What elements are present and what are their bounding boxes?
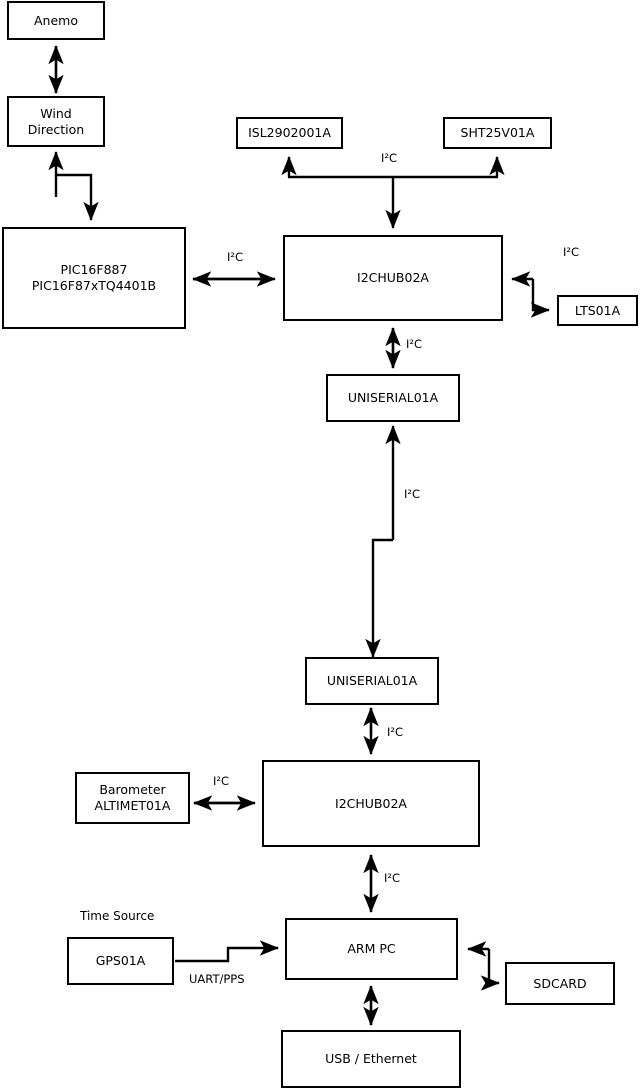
node-sdcard-label: SDCARD: [533, 975, 587, 991]
connector-hub-top-sensors: [281, 156, 505, 229]
node-wind-direction-label: Wind Direction: [27, 105, 85, 137]
edge-label-hub-to-uniserial-top: I²C: [406, 337, 423, 351]
node-barometer-altimet01a-label: Barometer ALTIMET01A: [94, 782, 171, 813]
node-arm-pc-label: ARM PC: [347, 941, 396, 957]
node-i2chub02a-top[interactable]: I2CHUB02A: [283, 235, 503, 321]
connector-wind-direction-pic: [48, 151, 99, 221]
connector-gps-armpc: [175, 940, 279, 963]
node-gps01a[interactable]: GPS01A: [67, 937, 174, 985]
node-usb-ethernet-label: USB / Ethernet: [325, 1051, 417, 1067]
edge-label-hub-to-armpc: I²C: [384, 871, 401, 885]
node-i2chub02a-bottom[interactable]: I2CHUB02A: [262, 760, 480, 847]
connector-armpc-sdcard: [467, 941, 500, 991]
node-sht25v01a[interactable]: SHT25V01A: [443, 117, 552, 149]
edge-label-pic-to-hub: I²C: [227, 250, 244, 264]
node-pic-microcontroller-label: PIC16F887 PIC16F87xTQ4401B: [31, 262, 157, 293]
node-uniserial01a-top-label: UNISERIAL01A: [347, 390, 439, 406]
edge-label-hub-to-lts: I²C: [563, 245, 580, 259]
label-time-source: Time Source: [80, 909, 155, 923]
node-isl2902001a[interactable]: ISL2902001A: [236, 117, 343, 149]
node-pic-microcontroller[interactable]: PIC16F887 PIC16F87xTQ4401B: [2, 227, 186, 329]
node-sht25v01a-label: SHT25V01A: [460, 125, 535, 141]
node-arm-pc[interactable]: ARM PC: [285, 918, 458, 980]
edge-label-uniserial-link: I²C: [404, 487, 421, 501]
edge-label-gps-to-armpc: UART/PPS: [189, 972, 245, 986]
node-usb-ethernet[interactable]: USB / Ethernet: [281, 1030, 461, 1088]
node-lts01a-label: LTS01A: [574, 302, 621, 318]
node-barometer-altimet01a[interactable]: Barometer ALTIMET01A: [75, 772, 190, 824]
node-uniserial01a-top[interactable]: UNISERIAL01A: [326, 374, 460, 422]
edge-label-uniserial-bottom-to-hub: I²C: [387, 725, 404, 739]
edge-label-barometer-to-hub: I²C: [213, 774, 230, 788]
node-uniserial01a-bottom[interactable]: UNISERIAL01A: [305, 657, 439, 705]
node-i2chub02a-top-label: I2CHUB02A: [357, 270, 429, 286]
node-anemo[interactable]: Anemo: [7, 1, 105, 40]
node-anemo-label: Anemo: [34, 12, 78, 28]
node-isl2902001a-label: ISL2902001A: [248, 125, 331, 141]
node-lts01a[interactable]: LTS01A: [557, 295, 638, 326]
node-i2chub02a-bottom-label: I2CHUB02A: [335, 795, 407, 811]
node-sdcard[interactable]: SDCARD: [505, 962, 615, 1005]
edge-label-sensors-to-hub-top: I²C: [381, 151, 398, 165]
connector-hub-top-lts: [511, 271, 550, 318]
node-wind-direction[interactable]: Wind Direction: [7, 96, 105, 147]
connector-uniserial-link: [365, 425, 401, 658]
node-uniserial01a-bottom-label: UNISERIAL01A: [326, 673, 418, 689]
node-gps01a-label: GPS01A: [95, 953, 146, 969]
